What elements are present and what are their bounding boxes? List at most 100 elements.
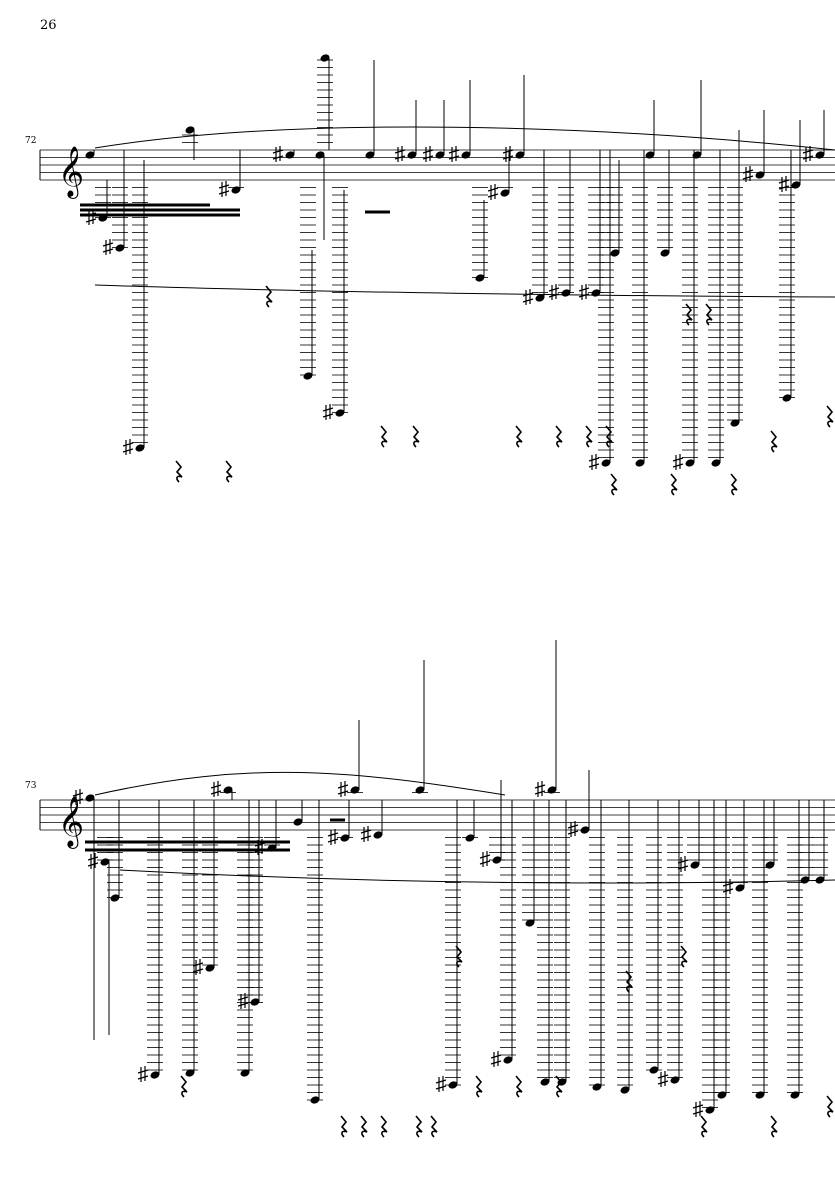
rest-icon	[670, 473, 678, 496]
rest-icon	[412, 425, 420, 448]
notehead	[685, 459, 695, 467]
sharp-icon	[502, 146, 514, 162]
sharp-icon	[548, 284, 560, 300]
notehead	[660, 249, 670, 257]
sharp-icon	[137, 1066, 149, 1082]
rest-icon	[826, 405, 834, 428]
notehead	[790, 1091, 800, 1099]
notehead	[293, 818, 303, 826]
sharp-icon	[122, 439, 134, 455]
notehead	[635, 459, 645, 467]
notehead	[592, 1083, 602, 1091]
sharp-icon	[778, 176, 790, 192]
notehead	[350, 786, 360, 794]
rest-icon	[380, 1115, 388, 1138]
notehead	[705, 1106, 715, 1114]
notehead	[690, 861, 700, 869]
tie	[119, 869, 835, 884]
notehead	[373, 831, 383, 839]
rest-icon	[700, 1115, 708, 1138]
sharp-icon	[435, 1076, 447, 1092]
rest-icon	[685, 303, 693, 326]
rest-icon	[610, 473, 618, 496]
notehead	[85, 151, 95, 159]
sharp-icon	[422, 146, 434, 162]
sharp-icon	[210, 781, 222, 797]
notehead	[791, 181, 801, 189]
treble-clef-icon: 𝄞	[58, 146, 84, 199]
sharp-icon	[487, 184, 499, 200]
notehead	[461, 151, 471, 159]
rest-icon	[175, 460, 183, 483]
slur	[94, 771, 506, 796]
sharp-icon	[322, 404, 334, 420]
sharp-icon	[237, 993, 249, 1009]
notehead	[250, 998, 260, 1006]
notehead	[755, 171, 765, 179]
notehead	[649, 1066, 659, 1074]
notehead	[320, 54, 330, 62]
sharp-icon	[254, 839, 266, 855]
notehead	[448, 1081, 458, 1089]
notehead	[540, 1078, 550, 1086]
rest-icon	[225, 460, 233, 483]
rest-icon	[705, 303, 713, 326]
notehead	[285, 151, 295, 159]
notehead	[492, 856, 502, 864]
notehead	[735, 884, 745, 892]
page-number: 26	[40, 18, 57, 33]
sharp-icon	[360, 826, 372, 842]
notehead	[800, 876, 810, 884]
notehead	[205, 964, 215, 972]
rest-icon	[360, 1115, 368, 1138]
rest-icon	[265, 285, 273, 308]
notehead	[465, 834, 475, 842]
rest-icon	[585, 425, 593, 448]
notehead	[500, 189, 510, 197]
slur	[94, 126, 835, 151]
sharp-icon	[742, 166, 754, 182]
notehead	[645, 151, 655, 159]
rest-icon	[515, 425, 523, 448]
sharp-icon	[578, 284, 590, 300]
sharp-icon	[448, 146, 460, 162]
notehead	[815, 151, 825, 159]
notehead	[620, 1086, 630, 1094]
rest-icon	[826, 1095, 834, 1118]
rest-icon	[680, 945, 688, 968]
measure-number-73: 73	[25, 781, 37, 791]
notehead	[547, 786, 557, 794]
rest-icon	[605, 425, 613, 448]
measure-number-72: 72	[25, 136, 37, 146]
notehead	[150, 1071, 160, 1079]
notehead	[601, 459, 611, 467]
sharp-icon	[87, 853, 99, 869]
sharp-icon	[534, 781, 546, 797]
sharp-icon	[722, 879, 734, 895]
notehead	[407, 151, 417, 159]
notehead	[340, 834, 350, 842]
sharp-icon	[102, 239, 114, 255]
notehead	[85, 794, 95, 802]
rest-icon	[770, 1115, 778, 1138]
sharp-icon	[692, 1101, 704, 1117]
rest-icon	[515, 1075, 523, 1098]
notehead	[782, 394, 792, 402]
rest-icon	[380, 425, 388, 448]
sharp-icon	[272, 146, 284, 162]
rest-icon	[455, 945, 463, 968]
sharp-icon	[192, 959, 204, 975]
rest-icon	[430, 1115, 438, 1138]
notehead	[185, 126, 195, 134]
notehead	[475, 274, 485, 282]
notehead	[765, 861, 775, 869]
sharp-icon	[479, 851, 491, 867]
sharp-icon	[588, 454, 600, 470]
sharp-icon	[672, 454, 684, 470]
notehead	[525, 919, 535, 927]
notehead	[223, 786, 233, 794]
notehead	[670, 1076, 680, 1084]
treble-clef-icon: 𝄞	[58, 796, 84, 849]
notehead	[711, 459, 721, 467]
notehead	[610, 249, 620, 257]
